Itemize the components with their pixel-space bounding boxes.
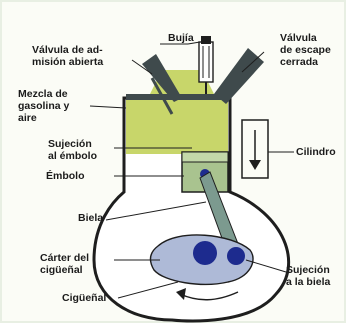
label-biela: Biela bbox=[78, 212, 103, 224]
label-ciguenal: Cigüeñal bbox=[62, 292, 106, 304]
crankshaft-main bbox=[193, 241, 217, 265]
label-bujia: Bujía bbox=[168, 32, 194, 44]
label-carter: Cárter del cigüeñal bbox=[40, 252, 89, 276]
label-sujecion-embolo: Sujeción al émbolo bbox=[48, 138, 97, 162]
label-sujecion-biela: Sujeción a la biela bbox=[286, 264, 330, 288]
label-embolo: Émbolo bbox=[46, 170, 85, 182]
stroke-arrow-head bbox=[249, 160, 261, 170]
label-mezcla: Mezcla de gasolina y aire bbox=[18, 88, 69, 124]
label-cilindro: Cilindro bbox=[296, 146, 336, 158]
label-valvula-admision: Válvula de ad- misión abierta bbox=[32, 44, 103, 68]
crank-pin bbox=[227, 247, 245, 265]
cylinder-head bbox=[126, 94, 228, 100]
leader-mezcla bbox=[90, 106, 126, 108]
spark-plug-tip bbox=[201, 36, 211, 44]
label-valvula-escape: Válvula de escape cerrada bbox=[280, 32, 331, 68]
spark-plug-body bbox=[199, 42, 213, 82]
